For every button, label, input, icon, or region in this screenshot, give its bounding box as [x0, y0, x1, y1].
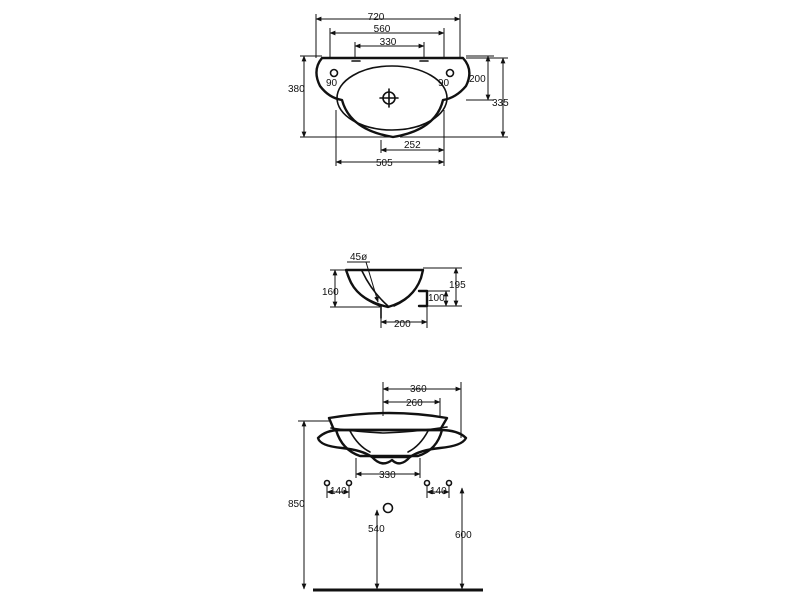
dim-total-depth: 380 — [288, 84, 305, 95]
fixing-point-icon — [323, 479, 331, 487]
dim-bowl-span: 360 — [410, 384, 427, 395]
dim-overflow-diameter: 45ø — [350, 252, 367, 263]
dim-front-depth: 335 — [492, 98, 509, 109]
bowl-rim — [336, 65, 448, 131]
dim-waste-height-front: 540 — [368, 524, 385, 535]
fixing-point-icon — [345, 479, 353, 487]
dim-bowl-width: 505 — [376, 158, 393, 169]
bowl-rim-front — [327, 411, 449, 432]
dim-bracket-offset: 200 — [469, 74, 486, 85]
dim-support-span: 330 — [379, 470, 396, 481]
dim-waste-height: 100 — [428, 293, 445, 304]
dim-mount-height: 850 — [288, 499, 305, 510]
basin-side-profile — [344, 268, 425, 309]
top-view: 720 560 330 90 90 380 200 335 252 — [288, 12, 509, 169]
dim-bowl-inner: 260 — [406, 398, 423, 409]
dim-bowl-half: 252 — [404, 140, 421, 151]
dim-fixing-left: 140 — [330, 486, 347, 497]
dim-tap-span: 560 — [374, 24, 391, 35]
basin-outline-top — [315, 56, 471, 139]
dim-bowl-height: 160 — [322, 287, 339, 298]
front-view: 360 260 330 140 140 850 540 6 — [288, 382, 483, 592]
dim-total-height: 195 — [449, 280, 466, 291]
tap-hole-right-icon — [445, 68, 455, 78]
basin-support — [370, 455, 412, 465]
bowl-body-front — [334, 428, 444, 458]
fixing-point-icon — [445, 479, 453, 487]
dim-hole-span: 330 — [380, 37, 397, 48]
basin-shelf — [316, 428, 468, 459]
dim-supply-height: 600 — [455, 530, 472, 541]
wall-bracket — [417, 289, 429, 308]
fixing-point-icon — [423, 479, 431, 487]
dim-fixing-right: 140 — [430, 486, 447, 497]
dim-overall-width: 720 — [368, 12, 385, 23]
dim-hole-offset-right: 90 — [438, 78, 450, 89]
dim-hole-offset-left: 90 — [326, 78, 338, 89]
side-view: 45ø 160 195 100 200 — [322, 252, 466, 330]
waste-outlet-icon — [382, 502, 394, 514]
tap-hole-left-icon — [329, 68, 339, 78]
dim-waste-offset: 200 — [394, 319, 411, 330]
